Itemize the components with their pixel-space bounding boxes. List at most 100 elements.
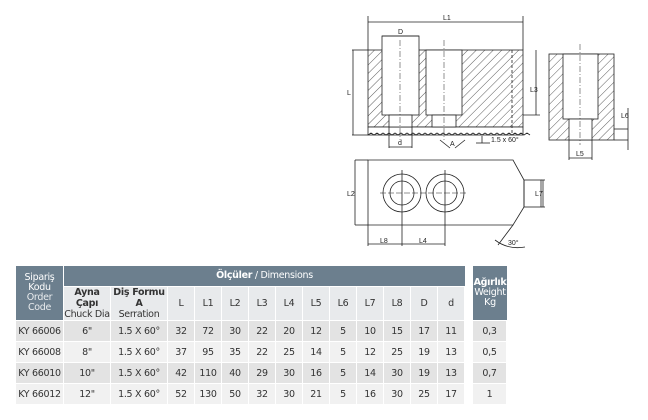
dim-cell-L: 52 bbox=[168, 383, 195, 404]
label-A: A bbox=[450, 141, 455, 148]
header-order-code: Sipariş Kodu Order Code bbox=[16, 266, 64, 320]
serration-cell: 1.5 X 60° bbox=[111, 341, 168, 362]
technical-drawing: L1 D L L3 d A 1.5 x 60° L6 L5 L2 L7 L8 L… bbox=[347, 15, 629, 249]
chuck-dia-cell: 10" bbox=[64, 362, 111, 383]
dim-cell-L: 32 bbox=[168, 320, 195, 341]
label-L: L bbox=[347, 90, 351, 97]
top-view bbox=[354, 159, 545, 249]
weight-cell: 0,3 bbox=[473, 320, 507, 341]
dimensions-en: Dimensions bbox=[260, 270, 313, 281]
dim-cell-L3: 29 bbox=[249, 362, 276, 383]
dimensions-sep: / bbox=[252, 270, 261, 281]
serration-cell: 1.5 X 60° bbox=[111, 362, 168, 383]
label-L6: L6 bbox=[621, 113, 629, 120]
dim-cell-L7: 16 bbox=[357, 383, 384, 404]
dim-cell-d: 17 bbox=[438, 383, 465, 404]
dim-cell-L1: 72 bbox=[195, 320, 222, 341]
header-dim-L2: L2 bbox=[222, 286, 249, 320]
dim-cell-L5: 16 bbox=[303, 362, 330, 383]
serration-cell: 1.5 X 60° bbox=[111, 320, 168, 341]
dim-cell-L6: 5 bbox=[330, 320, 357, 341]
dimensions-table: Sipariş Kodu Order Code Ölçüler / Dimens… bbox=[16, 266, 507, 404]
label-serration: 1.5 x 60° bbox=[491, 136, 519, 144]
dim-cell-L6: 5 bbox=[330, 341, 357, 362]
dim-cell-L2: 30 bbox=[222, 320, 249, 341]
label-L3: L3 bbox=[530, 87, 538, 94]
dim-cell-L1: 95 bbox=[195, 341, 222, 362]
dim-cell-L1: 110 bbox=[195, 362, 222, 383]
dim-cell-L5: 12 bbox=[303, 320, 330, 341]
order-code-en-2: Code bbox=[27, 302, 52, 313]
dim-cell-L6: 5 bbox=[330, 362, 357, 383]
header-dim-L6: L6 bbox=[330, 286, 357, 320]
header-dim-L3: L3 bbox=[249, 286, 276, 320]
header-dim-L7: L7 bbox=[357, 286, 384, 320]
gap-cell bbox=[465, 320, 473, 341]
dim-cell-L1: 130 bbox=[195, 383, 222, 404]
header-dimensions: Ölçüler / Dimensions bbox=[64, 266, 465, 286]
order-code-tr-1: Sipariş bbox=[24, 272, 55, 283]
dim-cell-d: 13 bbox=[438, 341, 465, 362]
order-code-en-1: Order bbox=[26, 292, 53, 303]
front-view bbox=[352, 16, 540, 149]
dim-cell-L7: 14 bbox=[357, 362, 384, 383]
dim-cell-L8: 30 bbox=[384, 383, 411, 404]
dimensions-tr: Ölçüler bbox=[216, 270, 253, 281]
order-code-tr-2: Kodu bbox=[28, 282, 51, 293]
dim-cell-L3: 22 bbox=[249, 320, 276, 341]
serration-cell: 1.5 X 60° bbox=[111, 383, 168, 404]
dim-cell-L2: 50 bbox=[222, 383, 249, 404]
dim-cell-L4: 25 bbox=[276, 341, 303, 362]
order-code-cell: KY 66006 bbox=[16, 320, 64, 341]
dim-cell-L4: 20 bbox=[276, 320, 303, 341]
dim-cell-D: 19 bbox=[411, 362, 438, 383]
label-L1: L1 bbox=[443, 15, 451, 22]
label-angle: 30° bbox=[508, 239, 519, 247]
dim-cell-L4: 30 bbox=[276, 383, 303, 404]
chuck-dia-cell: 6" bbox=[64, 320, 111, 341]
label-d: d bbox=[398, 140, 402, 147]
side-view bbox=[548, 44, 629, 160]
dim-cell-L3: 22 bbox=[249, 341, 276, 362]
header-dim-D: D bbox=[411, 286, 438, 320]
dim-cell-L: 42 bbox=[168, 362, 195, 383]
weight-cell: 0,7 bbox=[473, 362, 507, 383]
dim-cell-L5: 21 bbox=[303, 383, 330, 404]
dim-cell-L8: 15 bbox=[384, 320, 411, 341]
dim-cell-L8: 30 bbox=[384, 362, 411, 383]
order-code-cell: KY 66012 bbox=[16, 383, 64, 404]
weight-en: Weight bbox=[474, 287, 506, 298]
gap-cell bbox=[465, 362, 473, 383]
header-dim-d: d bbox=[438, 286, 465, 320]
weight-tr: Ağırlık bbox=[473, 277, 507, 288]
label-L7: L7 bbox=[535, 191, 543, 198]
gap-cell bbox=[465, 383, 473, 404]
dim-cell-L2: 35 bbox=[222, 341, 249, 362]
header-dim-L5: L5 bbox=[303, 286, 330, 320]
dim-cell-L5: 14 bbox=[303, 341, 330, 362]
header-dim-L1: L1 bbox=[195, 286, 222, 320]
dim-cell-L7: 12 bbox=[357, 341, 384, 362]
weight-unit: Kg bbox=[484, 297, 496, 308]
label-L2: L2 bbox=[347, 191, 355, 198]
header-weight: Ağırlık Weight Kg bbox=[473, 266, 507, 320]
dim-cell-d: 11 bbox=[438, 320, 465, 341]
header-dim-L: L bbox=[168, 286, 195, 320]
dim-cell-D: 19 bbox=[411, 341, 438, 362]
header-dim-L4: L4 bbox=[276, 286, 303, 320]
dim-cell-L6: 5 bbox=[330, 383, 357, 404]
gap-cell bbox=[465, 341, 473, 362]
order-code-cell: KY 66008 bbox=[16, 341, 64, 362]
dim-cell-L: 37 bbox=[168, 341, 195, 362]
order-code-cell: KY 66010 bbox=[16, 362, 64, 383]
dim-cell-D: 25 bbox=[411, 383, 438, 404]
label-L5: L5 bbox=[576, 151, 584, 158]
label-L8: L8 bbox=[380, 238, 388, 245]
dim-cell-L3: 32 bbox=[249, 383, 276, 404]
chuck-dia-cell: 8" bbox=[64, 341, 111, 362]
weight-cell: 1 bbox=[473, 383, 507, 404]
